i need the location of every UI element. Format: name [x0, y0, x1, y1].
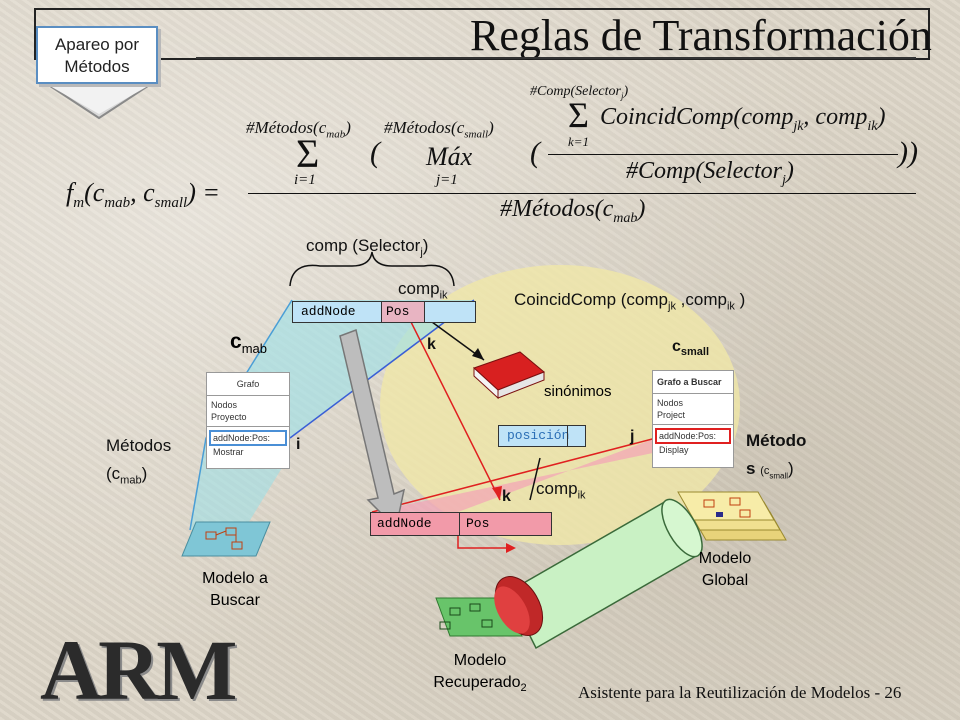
global-model-label: Modelo Global: [698, 550, 752, 589]
main-fraction-line: [248, 193, 916, 194]
formula-lhs: fm(cmab, csmall) =: [66, 178, 220, 212]
max-word: Máx: [426, 142, 473, 171]
model-to-search-icon: [181, 521, 271, 557]
slide-footer: Asistente para la Reutilización de Model…: [578, 683, 902, 702]
retrieved-model-label: Modelo Recuperado2: [433, 652, 527, 695]
methods-left-label: Métodos (cmab): [106, 436, 172, 487]
dictionary-book-icon: [473, 351, 545, 400]
top-method-type: Pos: [381, 302, 425, 322]
inner-sum-upper: #Comp(Selectorj): [530, 84, 629, 101]
formula: fm(cmab, csmall) = #Métodos(cmab) Σ i=1 …: [60, 82, 920, 232]
comp-ik-bottom-label: compik: [536, 479, 586, 502]
inner-fraction-line: [548, 154, 898, 155]
panel-left-method: Mostrar: [213, 447, 244, 457]
global-model-icon: [677, 491, 787, 541]
synonyms-label: sinónimos: [544, 383, 612, 400]
title-underline: [196, 57, 916, 59]
max-lower: j=1: [436, 172, 458, 188]
panel-right-attr: Nodos: [657, 398, 684, 408]
outer-sum-sign: Σ: [296, 131, 320, 176]
comp-selector-label: comp (Selectorj): [306, 236, 429, 259]
synonym-box: posición: [498, 425, 586, 447]
coincid-label: CoincidComp (compjk ,compik ): [514, 290, 746, 313]
panel-right-method: Display: [659, 445, 689, 455]
comp-ik-top-label: compik: [398, 279, 448, 302]
inner-numerator: CoincidComp(compjk, compik): [600, 104, 886, 134]
outer-denominator: #Métodos(cmab): [500, 196, 646, 226]
panel-left-attr: Nodos: [211, 400, 238, 410]
top-method-name: addNode: [301, 304, 356, 319]
repository-cylinder-icon: [494, 498, 703, 650]
similarity-ellipse: [380, 265, 740, 545]
outer-sum-upper: #Métodos(cmab): [246, 118, 351, 141]
max-upper: #Métodos(csmall): [384, 118, 494, 141]
inner-open-paren: (: [530, 136, 540, 169]
badge-line-2: Métodos: [64, 57, 130, 76]
panel-left-attr: Proyecto: [211, 412, 247, 422]
model-to-search-label: Modelo a Buscar: [202, 570, 268, 609]
bottom-method-type: Pos: [459, 513, 489, 535]
cmab-label: cmab: [230, 330, 267, 357]
class-panel-left: Grafo Nodos Proyecto addNode:Pos: Mostra…: [206, 372, 290, 469]
synonym-word: posición: [507, 428, 570, 443]
outer-close-parens: )): [898, 136, 918, 169]
badge-line-1: Apareo por: [54, 35, 140, 54]
panel-right-method-selected: addNode:Pos:: [655, 428, 731, 444]
red-arrow-k: [409, 319, 501, 501]
grey-transform-arrow: [339, 328, 406, 530]
pink-beam: [372, 438, 724, 512]
outer-open-paren: (: [370, 136, 380, 169]
inner-sum-lower: k=1: [568, 134, 590, 149]
method-matching-badge: Apareo por Métodos: [36, 26, 158, 84]
curly-brace: [289, 251, 455, 287]
index-k-top: k: [427, 336, 436, 353]
panel-right-attr: Project: [657, 410, 686, 420]
slide-title: Reglas de Transformación: [470, 11, 932, 60]
inner-sum-sign: Σ: [568, 95, 589, 135]
methods-right-label: Método s (csmall): [746, 431, 807, 481]
panel-left-method-selected: addNode:Pos:: [209, 430, 287, 446]
panel-left-title: Grafo: [207, 373, 289, 396]
csmall-label: csmall: [672, 338, 710, 359]
bottom-method-box: addNode Pos: [370, 512, 552, 536]
index-j: j: [630, 428, 635, 445]
inner-denominator: #Comp(Selectorj): [626, 158, 794, 188]
top-method-box: addNode Pos: [292, 301, 476, 323]
class-panel-right: Grafo a Buscar Nodos Project addNode:Pos…: [652, 370, 734, 468]
panel-right-title: Grafo a Buscar: [653, 371, 733, 394]
outer-sum-lower: i=1: [294, 172, 316, 188]
index-i: i: [296, 436, 301, 453]
index-k-bottom: k: [502, 488, 511, 505]
arm-logo: ARM: [40, 622, 237, 718]
bottom-method-name: addNode: [377, 516, 432, 531]
title-box: [34, 8, 930, 60]
